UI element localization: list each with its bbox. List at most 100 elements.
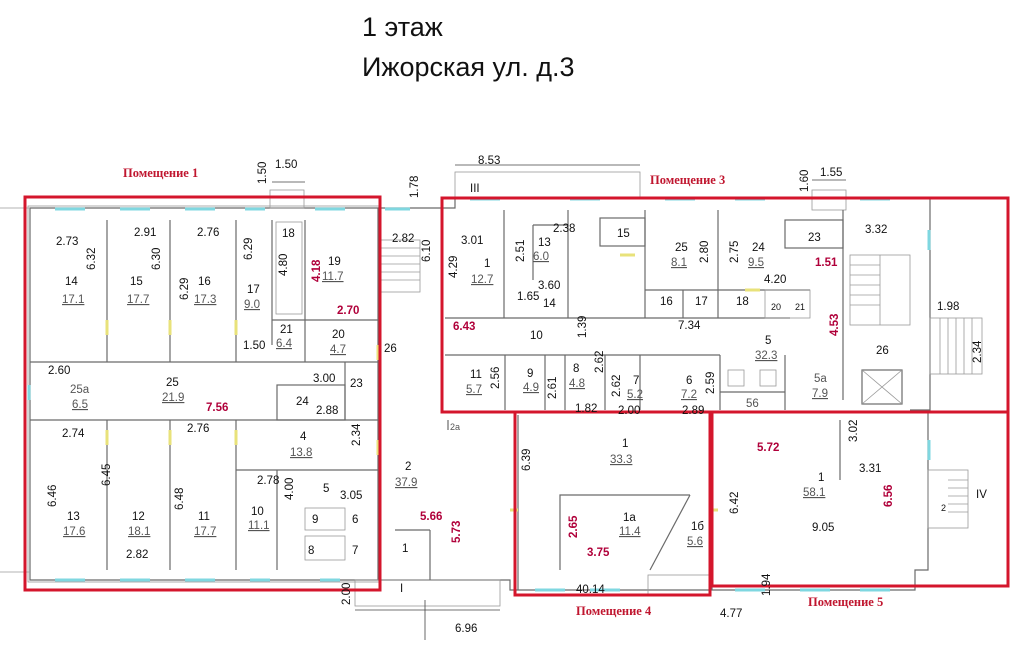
room-number: 1a [623,512,636,524]
room-number: 16 [198,276,211,288]
dimension-label: 4.29 [448,256,460,278]
room-number: 11 [470,369,482,381]
room-number: 13 [67,511,80,523]
room-area: 17.6 [63,526,85,538]
dimension-label: 3.32 [865,224,887,236]
premise-5-label: Помещение 5 [808,595,883,609]
room-number: 26 [384,343,397,355]
dimension-label: 2.82 [392,233,414,245]
dimension-label: 5.72 [757,442,779,454]
dimension-label: 2.78 [257,475,279,487]
room-number: 11 [198,511,210,523]
dimension-label: 2.70 [337,305,359,317]
dimension-label: 2.00 [341,583,353,605]
dimension-label: 2.34 [972,340,984,363]
room-number: 21 [280,324,293,336]
dimension-label: 3.05 [340,490,362,502]
dimension-label: 2.51 [515,240,527,262]
dimension-label: 2.56 [490,367,502,389]
room-number: 24 [296,396,309,408]
room-number: 5 [323,483,329,495]
dimension-label: 4.80 [278,254,290,276]
dimension-label: 1.94 [761,573,773,596]
dimension-label: 40.14 [576,584,605,596]
room-area: 21.9 [162,392,184,404]
dimension-label: 6.29 [179,278,191,300]
dimension-label: 6.39 [521,449,533,471]
room-area: 12.7 [471,274,493,286]
premise-5-boundary [710,410,1010,588]
room-area: 7.2 [681,389,697,401]
dimension-label: 6.45 [101,464,113,486]
address-title: Ижорская ул. д.3 [362,52,575,82]
dimension-label: 4.20 [764,274,786,286]
dimension-label: 1.39 [577,316,589,338]
room-area: 5.2 [627,389,643,401]
dimension-label: 6.56 [883,485,895,507]
dimension-label: 3.75 [587,547,610,559]
room-number: 1 [818,472,824,484]
room-number: 8 [308,545,314,557]
room-number: 6 [352,514,358,526]
room-number: 9 [312,514,318,526]
dimension-label: 1.51 [815,257,838,269]
dimension-label: 2.65 [568,515,580,538]
dimension-label: 6.46 [47,485,59,507]
dimension-label: 7.56 [206,402,228,414]
dimension-label: 2.75 [729,241,741,263]
room-number: 2a [450,422,460,432]
entrance-label: III [470,183,480,195]
dimension-label: 6.10 [421,240,433,262]
dimension-label: 2.88 [316,405,338,417]
dimension-label: 3.00 [313,373,335,385]
room-number: 7 [633,375,639,387]
room-number: 14 [543,298,556,310]
room-area: 11.4 [619,526,641,538]
room-area: 4.9 [523,382,539,394]
room-number: 9 [527,368,533,380]
room-number: 23 [350,378,363,390]
right-block-walls [445,210,911,590]
room-number: 25a [70,384,90,396]
floor-title: 1 этаж [362,12,443,42]
room-area: 6.0 [533,251,549,263]
entrance-label: IV [976,489,987,501]
dimension-label: 3.31 [859,463,881,475]
dimension-label: 4.77 [720,608,742,620]
dimension-label: 4.00 [284,478,296,500]
dimension-label: 2.91 [134,227,156,239]
room-area: 33.3 [610,454,632,466]
dimension-label: 1.98 [937,301,959,313]
premise-3-label: Помещение 3 [650,173,725,187]
premise-1-label: Помещение 1 [123,166,198,180]
dimension-label: 2.62 [594,351,606,373]
dimension-label: 6.32 [86,248,98,270]
room-number: 12 [132,511,145,523]
dimension-label: 9.05 [812,522,834,534]
room-number: 15 [617,228,630,240]
entrance-label: I [400,583,403,595]
room-number: 23 [808,232,821,244]
dimension-label: 1.60 [799,170,811,192]
dimension-label: 6.48 [174,488,186,510]
room-number: 1 [622,438,628,450]
room-number: 24 [752,242,765,254]
dimension-label: 2.73 [56,236,78,248]
dimension-label: 6.43 [453,321,475,333]
dimension-label: 1.78 [409,176,421,198]
dimension-label: 2.89 [682,405,704,417]
room-area: 17.7 [194,526,216,538]
dimension-label: 4.53 [829,314,841,336]
room-number: 10 [530,330,543,342]
room-area: 11.1 [248,520,270,532]
room-area: 18.1 [128,526,150,538]
room-number: 5a [814,373,827,385]
room-number: 8 [573,363,579,375]
room-number: 1б [691,521,704,533]
room-number: 5 [765,335,771,347]
room-number: 1 [484,258,490,270]
room-number: 15 [130,276,143,288]
room-number: 2 [941,503,946,513]
dimension-label: 6.30 [151,248,163,270]
room-area: 9.0 [244,299,260,311]
